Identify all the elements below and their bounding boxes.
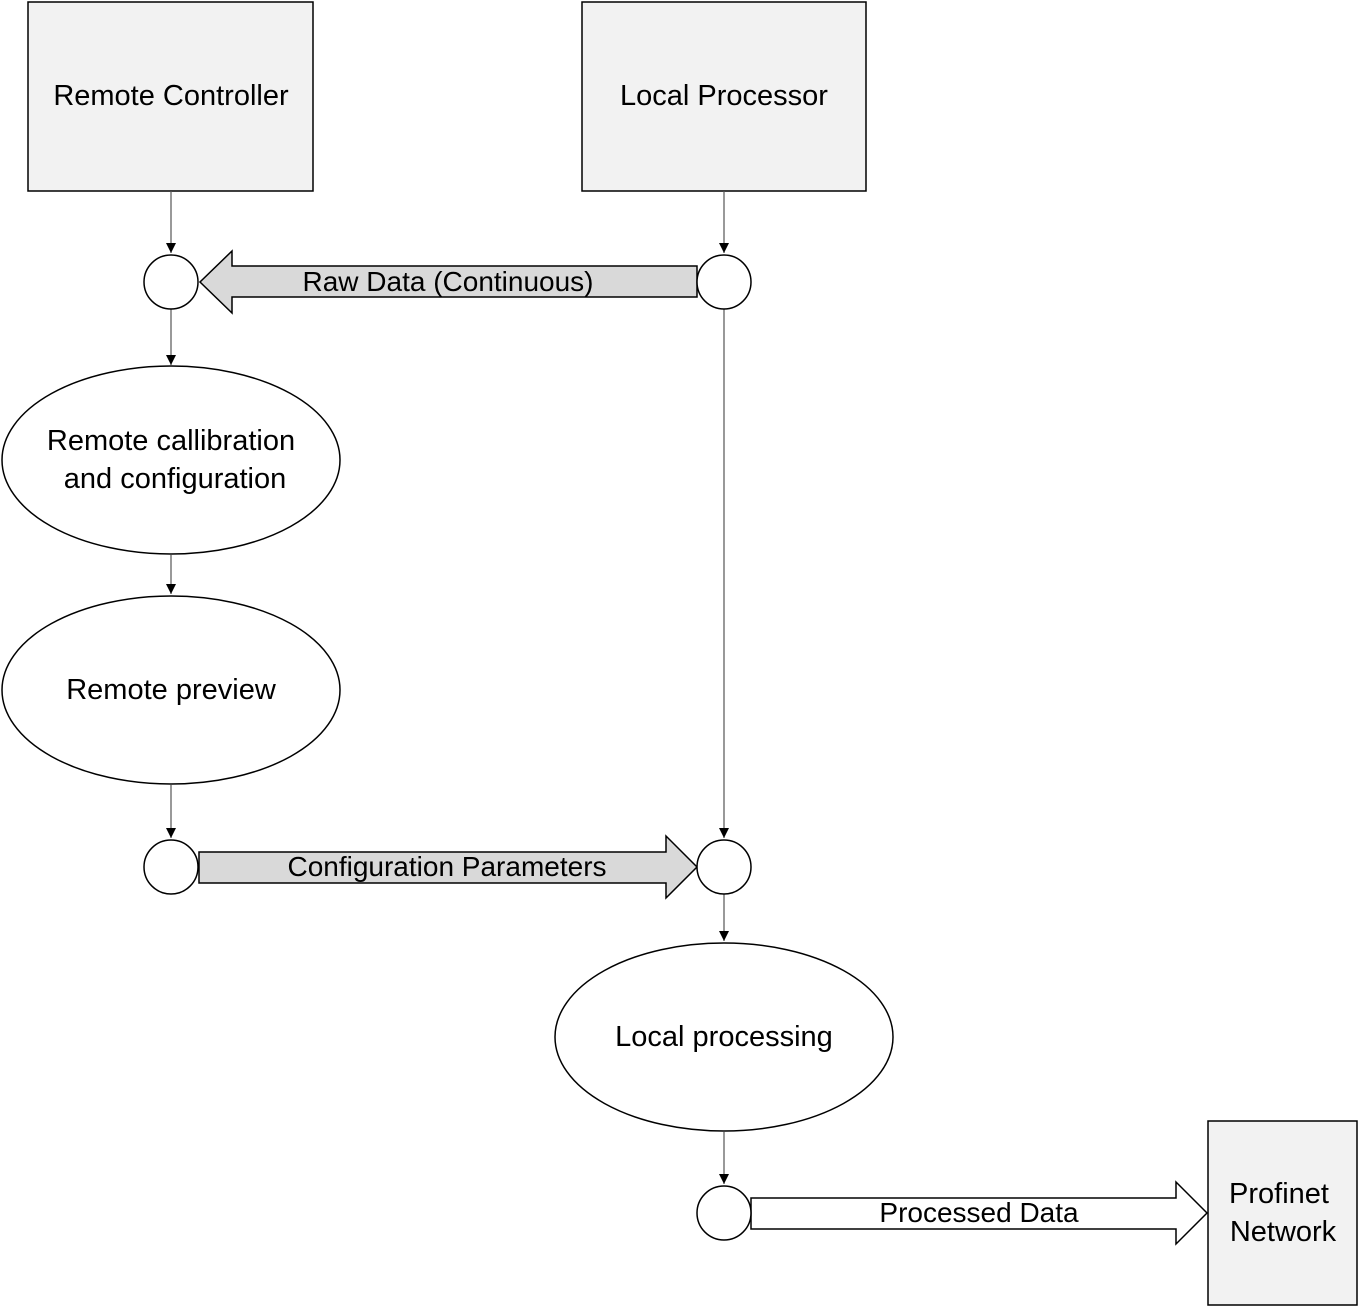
profinet-label-line2: Network <box>1230 1216 1337 1248</box>
profinet-label-line1: Profinet <box>1229 1178 1329 1210</box>
lp-junction-node <box>696 254 752 310</box>
remote-controller-label: Remote Controller <box>53 80 289 112</box>
config-params-label: Configuration Parameters <box>287 851 606 882</box>
local-processor-box <box>581 1 867 192</box>
processed-data-arrow <box>750 1180 1209 1246</box>
local-processing-label: Local processing <box>615 1021 833 1053</box>
calibration-label-line1: Remote callibration <box>47 425 295 457</box>
preview-process <box>1 595 341 785</box>
raw-data-arrow <box>198 249 698 315</box>
remote-controller-box <box>27 1 314 192</box>
preview-junction-node <box>143 839 199 895</box>
calibration-process <box>1 365 341 555</box>
config-params-arrow <box>198 834 699 900</box>
profinet-network-box <box>1207 1120 1358 1306</box>
processing-junction-node <box>696 1185 752 1241</box>
rc-junction-node <box>143 254 199 310</box>
processed-data-label: Processed Data <box>879 1197 1079 1228</box>
preview-label: Remote preview <box>66 674 277 706</box>
config-junction-node <box>696 839 752 895</box>
local-processing-process <box>554 942 894 1132</box>
calibration-label-line2: and configuration <box>64 463 287 495</box>
raw-data-label: Raw Data (Continuous) <box>302 266 593 297</box>
local-processor-label: Local Processor <box>620 80 828 112</box>
